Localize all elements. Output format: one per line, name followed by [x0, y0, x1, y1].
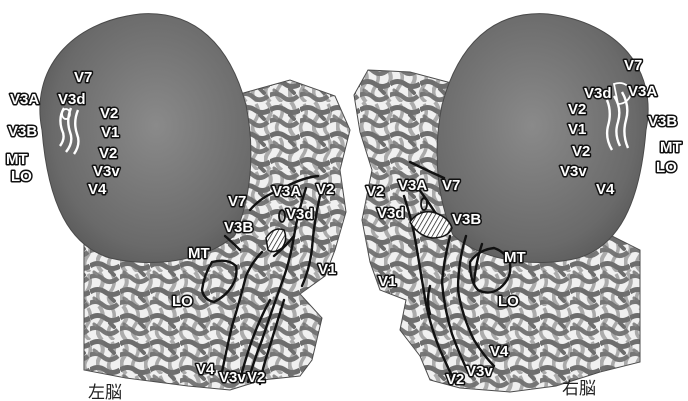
label-right-inflated-v7: V7: [624, 57, 642, 74]
right-hemisphere: [354, 14, 648, 392]
label-left-inflated-v3a: V3A: [10, 91, 39, 108]
label-right-inflated-lo: LO: [656, 159, 677, 176]
label-right-flat-v4: V4: [490, 343, 509, 360]
label-left-inflated-v3v: V3v: [93, 163, 120, 180]
label-left-flat-v3a: V3A: [272, 183, 301, 200]
label-left-inflated-v7: V7: [74, 69, 92, 86]
label-right-inflated-v3a: V3A: [628, 83, 657, 100]
label-left-flat-v3d: V3d: [286, 206, 314, 223]
label-right-inflated-v3v: V3v: [560, 163, 587, 180]
label-left-inflated-v2-lower: V2: [99, 145, 117, 162]
caption-right-hemisphere: 右脳: [562, 379, 596, 399]
label-left-flat-v4: V4: [196, 361, 215, 378]
label-left-flat-v7: V7: [228, 193, 246, 210]
label-right-inflated-v1: V1: [568, 121, 586, 138]
label-right-inflated-v3b: V3B: [648, 113, 677, 130]
label-right-inflated-v4: V4: [596, 181, 615, 198]
label-left-flat-v2: V2: [316, 181, 334, 198]
label-right-inflated-v2-upper: V2: [568, 101, 586, 118]
label-left-flat-v1: V1: [318, 261, 336, 278]
label-left-flat-v3v: V3v: [219, 369, 246, 386]
label-left-inflated-lo: LO: [11, 168, 32, 185]
label-left-flat-v2-lower: V2: [247, 369, 265, 386]
label-right-flat-v3d: V3d: [377, 205, 405, 222]
label-right-flat-v1: V1: [378, 273, 396, 290]
label-left-flat-lo: LO: [172, 293, 193, 310]
label-left-inflated-v4: V4: [88, 181, 107, 198]
label-left-inflated-v1: V1: [101, 124, 119, 141]
label-right-inflated-v2-lower: V2: [572, 143, 590, 160]
label-right-flat-v3v: V3v: [466, 363, 493, 380]
label-right-inflated-mt: MT: [660, 139, 682, 156]
label-right-flat-v7: V7: [442, 177, 460, 194]
label-left-flat-mt: MT: [188, 245, 210, 262]
label-left-inflated-v3b: V3B: [8, 123, 37, 140]
label-right-flat-v3a: V3A: [398, 177, 427, 194]
label-right-flat-v2-lower: V2: [446, 371, 464, 388]
label-right-flat-v2: V2: [366, 183, 384, 200]
label-right-inflated-v3d: V3d: [584, 85, 612, 102]
label-left-inflated-v3d: V3d: [58, 91, 86, 108]
label-right-flat-v3b: V3B: [452, 211, 481, 228]
label-left-flat-v3b: V3B: [224, 219, 253, 236]
label-right-flat-mt: MT: [504, 249, 526, 266]
label-right-flat-lo: LO: [498, 293, 519, 310]
label-left-inflated-v2-upper: V2: [100, 105, 118, 122]
caption-left-hemisphere: 左脳: [88, 383, 122, 401]
label-left-inflated-mt: MT: [6, 151, 28, 168]
